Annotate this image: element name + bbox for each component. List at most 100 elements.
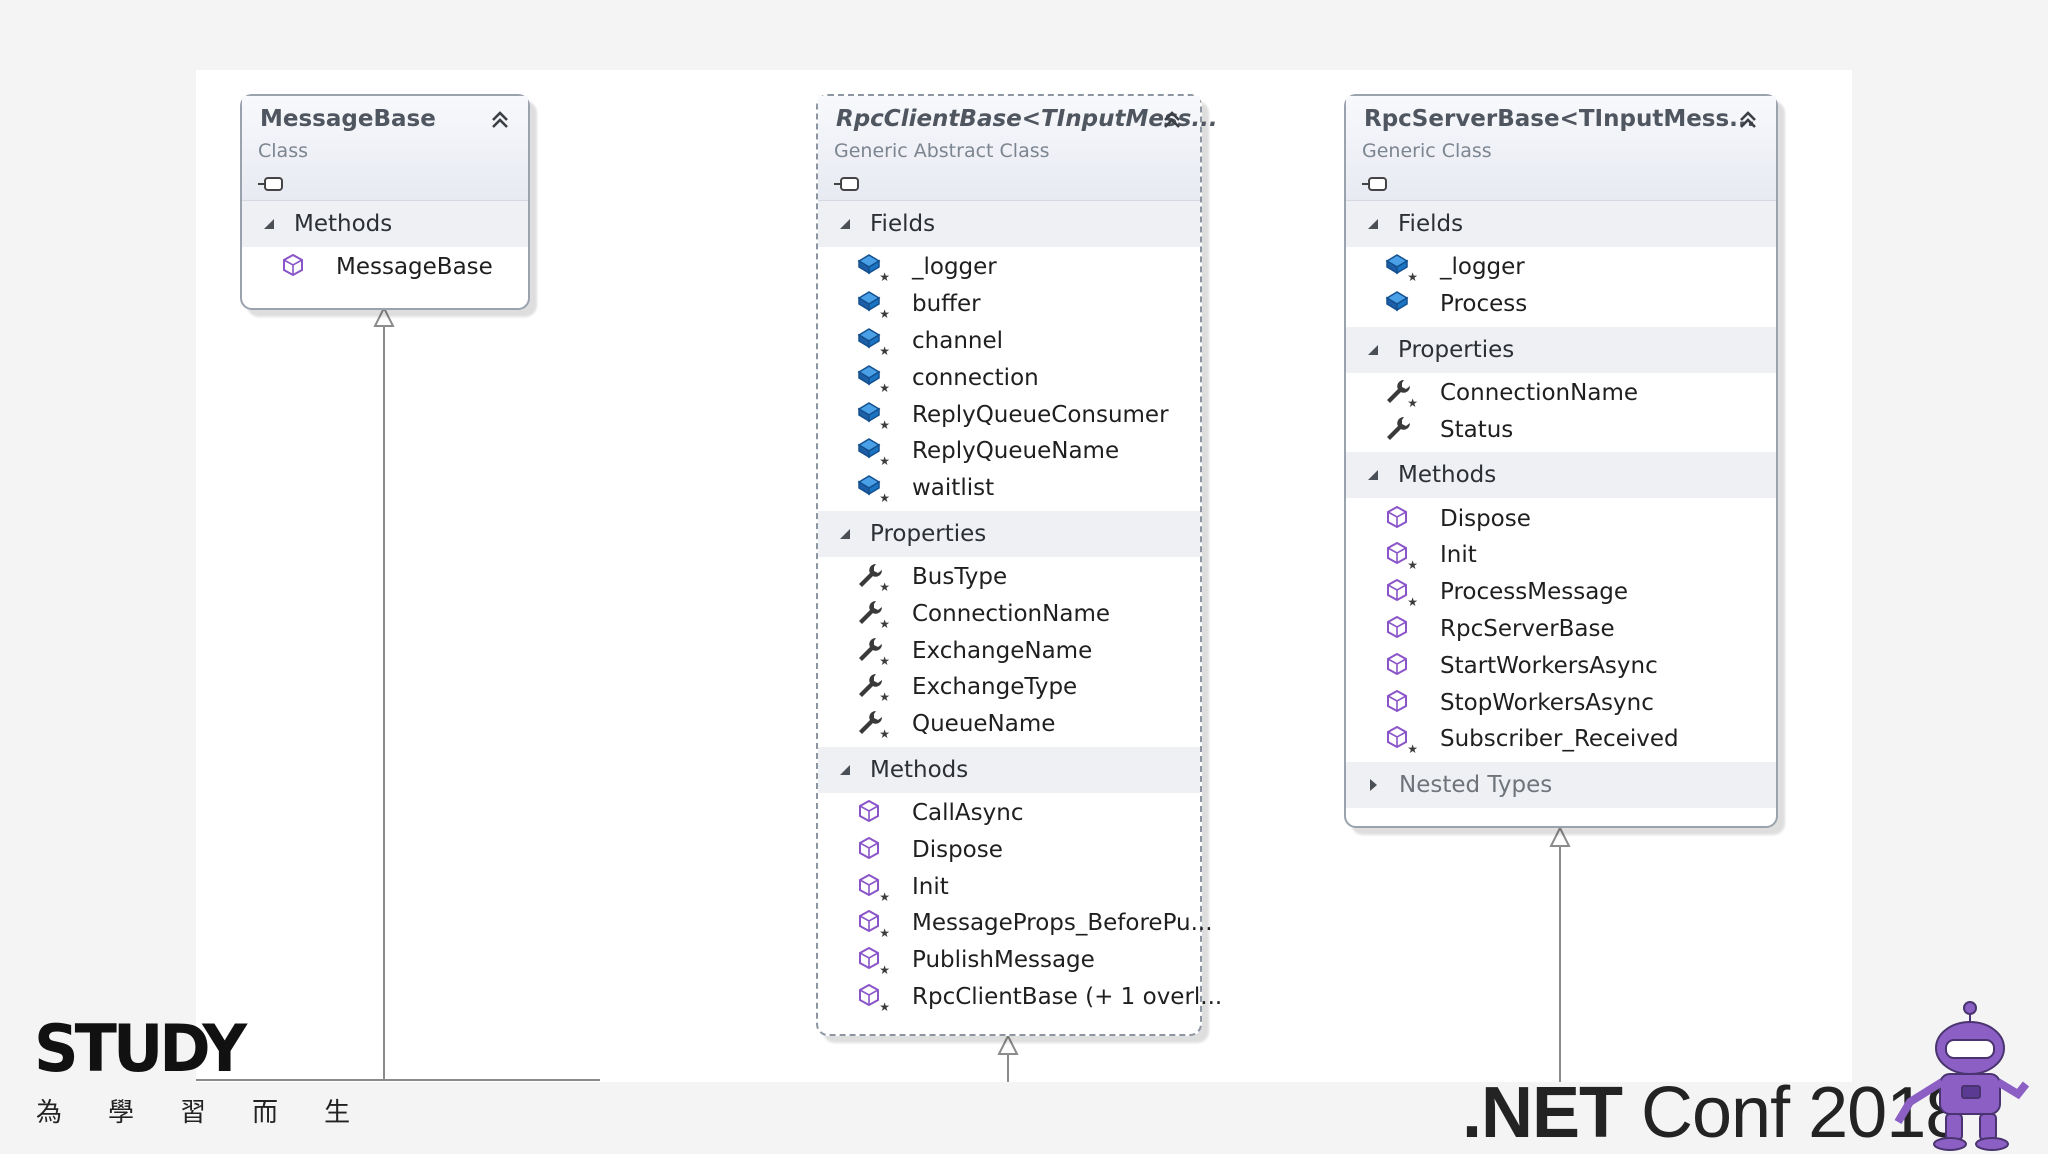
member-row[interactable]: ★BusType (818, 559, 1200, 596)
member-name: _logger (912, 254, 997, 281)
member-name: channel (912, 327, 1004, 354)
class-header: MessageBase Class (242, 96, 528, 201)
class-card-rpcclientbase[interactable]: RpcClientBase<TInputMess... Generic Abst… (816, 94, 1222, 1036)
wrench-property-icon: ★ (856, 599, 890, 630)
expand-triangle-icon (1368, 470, 1378, 481)
class-glyph-icon (1362, 177, 1387, 191)
section-nested-types[interactable]: Nested Types (1346, 761, 1776, 808)
private-star-icon: ★ (1407, 742, 1418, 757)
section-header[interactable]: Fields (818, 201, 1200, 247)
private-star-icon: ★ (879, 307, 890, 322)
member-row[interactable]: ★ ProcessMessage (1346, 574, 1776, 611)
member-row[interactable]: ★ExchangeType (818, 669, 1200, 706)
member-row[interactable]: ★MessageProps_BeforePu... (818, 905, 1213, 942)
member-row[interactable]: Dispose (818, 831, 1200, 868)
member-row[interactable]: ★QueueName (818, 706, 1200, 743)
private-star-icon: ★ (879, 491, 890, 506)
class-card-rpcserverbase[interactable]: RpcServerBase<TInputMess... Generic Clas… (1344, 94, 1778, 828)
member-row[interactable]: MessageBase (242, 249, 528, 286)
member-row[interactable]: ★connection (818, 359, 1200, 396)
study-logo-chars: 為 學 習 而 生 (36, 1092, 350, 1129)
section-header[interactable]: Properties (1346, 326, 1776, 373)
expand-triangle-icon (840, 764, 850, 775)
study-logo-text: STUDY (34, 1010, 247, 1087)
class-title: RpcServerBase<TInputMess... (1364, 106, 1756, 132)
section-fields[interactable]: Fields ★_logger★buffer★channel★connectio… (818, 201, 1200, 511)
member-row[interactable]: ★ waitlist (818, 470, 1200, 507)
member-row[interactable]: ★PublishMessage (818, 942, 1200, 979)
member-row[interactable]: ★_logger (1346, 249, 1776, 286)
section-header[interactable]: Properties (818, 510, 1200, 557)
class-title: MessageBase (260, 106, 436, 132)
member-name: connection (912, 364, 1039, 391)
section-header[interactable]: Methods (818, 746, 1200, 793)
member-row[interactable]: ★ ConnectionName (818, 595, 1200, 632)
study-char: 習 (180, 1098, 207, 1128)
member-name: MessageBase (336, 254, 493, 281)
member-row[interactable]: ★_logger (818, 249, 1200, 286)
study-logo: STUDY 為 學 習 而 生 (34, 1010, 350, 1129)
expand-triangle-icon (1368, 219, 1378, 229)
dotnet-bot-mascot-icon (1894, 1001, 2030, 1151)
class-kind: Generic Class (1362, 140, 1492, 162)
member-name: ProcessMessage (1440, 579, 1629, 606)
member-row[interactable]: ★ReplyQueueConsumer (818, 396, 1200, 433)
private-star-icon: ★ (879, 343, 890, 358)
member-name: waitlist (912, 475, 995, 502)
private-star-icon: ★ (879, 417, 890, 432)
member-row[interactable]: ★RpcClientBase (+ 1 overl... (818, 979, 1222, 1016)
member-row[interactable]: Dispose (1346, 500, 1776, 537)
private-star-icon: ★ (879, 889, 890, 904)
member-row[interactable]: CallAsync (818, 795, 1200, 832)
member-row[interactable]: StartWorkersAsync (1346, 647, 1776, 684)
collapse-chevron-icon[interactable] (1734, 106, 1762, 134)
section-properties[interactable]: Properties ★BusType★ ConnectionName ★Excha… (818, 510, 1200, 747)
class-header: RpcClientBase<TInputMess... Generic Abst… (818, 96, 1218, 201)
member-row[interactable]: ★ExchangeName (818, 632, 1200, 669)
member-row[interactable]: Process (1346, 286, 1776, 323)
member-row[interactable]: ★ channel (818, 323, 1200, 360)
collapsed-triangle-icon (1370, 778, 1377, 791)
member-row[interactable]: ★ReplyQueueName (818, 433, 1200, 470)
section-label: Methods (870, 756, 969, 783)
private-star-icon: ★ (879, 926, 890, 941)
section-header[interactable]: Methods (1346, 452, 1776, 499)
section-header[interactable]: Fields (1346, 201, 1776, 247)
member-row[interactable]: ★ConnectionName (1346, 375, 1776, 412)
class-glyph-icon (258, 177, 283, 191)
class-kind: Class (258, 140, 308, 162)
member-name: Init (1440, 542, 1477, 569)
collapse-chevron-icon[interactable] (486, 106, 514, 134)
section-label: Fields (1398, 211, 1464, 237)
member-row[interactable]: StopWorkersAsync (1346, 684, 1776, 721)
member-name: ConnectionName (912, 600, 1110, 627)
private-star-icon: ★ (879, 579, 890, 594)
method-cube-icon: ★ (1384, 577, 1418, 610)
section-header[interactable]: Methods (242, 201, 528, 247)
member-row[interactable]: Status (1346, 411, 1776, 448)
member-row[interactable]: ★Init (818, 868, 1200, 905)
netconf-dotnet: .NET (1462, 1073, 1623, 1153)
collapse-chevron-icon[interactable] (1158, 106, 1186, 134)
member-name: RpcServerBase (1440, 615, 1615, 642)
private-star-icon: ★ (1407, 595, 1418, 610)
expand-triangle-icon (840, 219, 850, 229)
private-star-icon: ★ (1407, 558, 1418, 573)
member-row[interactable]: ★buffer (818, 286, 1200, 323)
section-methods[interactable]: Methods MessageBase (242, 201, 528, 290)
section-label: Properties (870, 520, 987, 547)
member-row[interactable]: ★Subscriber_Received (1346, 721, 1776, 758)
private-star-icon: ★ (1407, 270, 1418, 285)
class-card-messagebase[interactable]: MessageBase Class Methods MessageBase (240, 94, 530, 310)
member-row[interactable]: RpcServerBase (1346, 611, 1776, 648)
member-row[interactable]: ★ Init (1346, 537, 1776, 574)
method-cube-icon (1384, 651, 1416, 681)
netconf-logo: .NET Conf 2018 (1462, 1072, 1965, 1154)
expand-triangle-icon (264, 219, 274, 229)
section-header[interactable]: Nested Types (1346, 761, 1776, 808)
